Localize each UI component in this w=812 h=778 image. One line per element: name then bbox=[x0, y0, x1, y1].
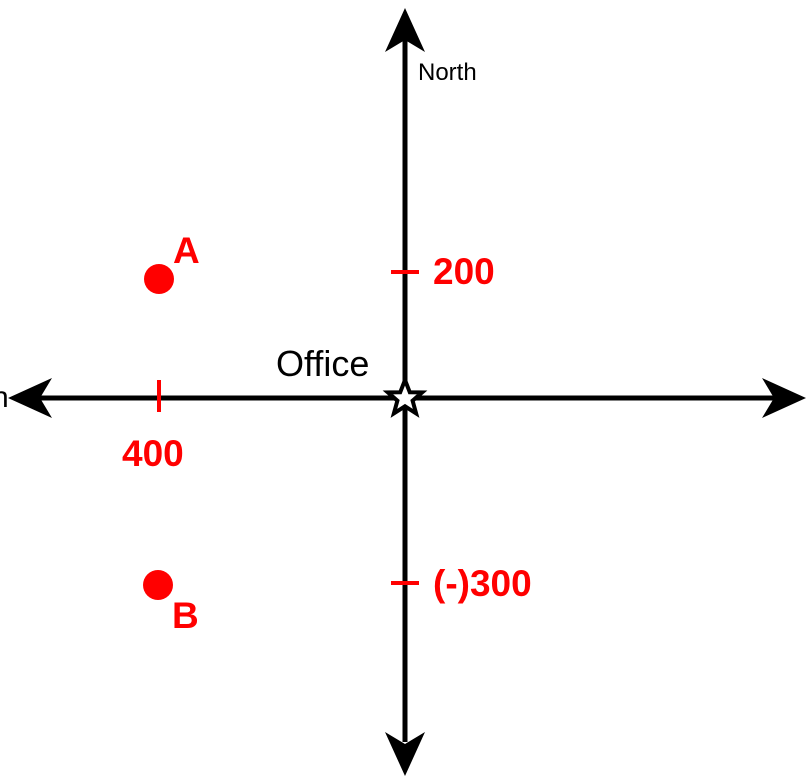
point-b-circle-icon bbox=[143, 570, 173, 600]
south-arrow-icon bbox=[385, 732, 425, 776]
tick-north-label: 200 bbox=[433, 251, 495, 292]
point-b-label: B bbox=[172, 595, 199, 636]
point-a-circle-icon bbox=[144, 264, 174, 294]
west-label: n bbox=[0, 381, 9, 414]
tick-south-label: (-)300 bbox=[433, 563, 532, 604]
tick-west-label: 400 bbox=[122, 433, 184, 474]
origin-label: Office bbox=[276, 343, 369, 384]
origin-star-icon bbox=[382, 374, 428, 418]
east-arrow-icon bbox=[762, 378, 806, 418]
point-a-label: A bbox=[173, 230, 200, 271]
north-label: North bbox=[418, 59, 477, 86]
west-arrow-icon bbox=[8, 378, 52, 418]
north-arrow-icon bbox=[385, 8, 425, 52]
